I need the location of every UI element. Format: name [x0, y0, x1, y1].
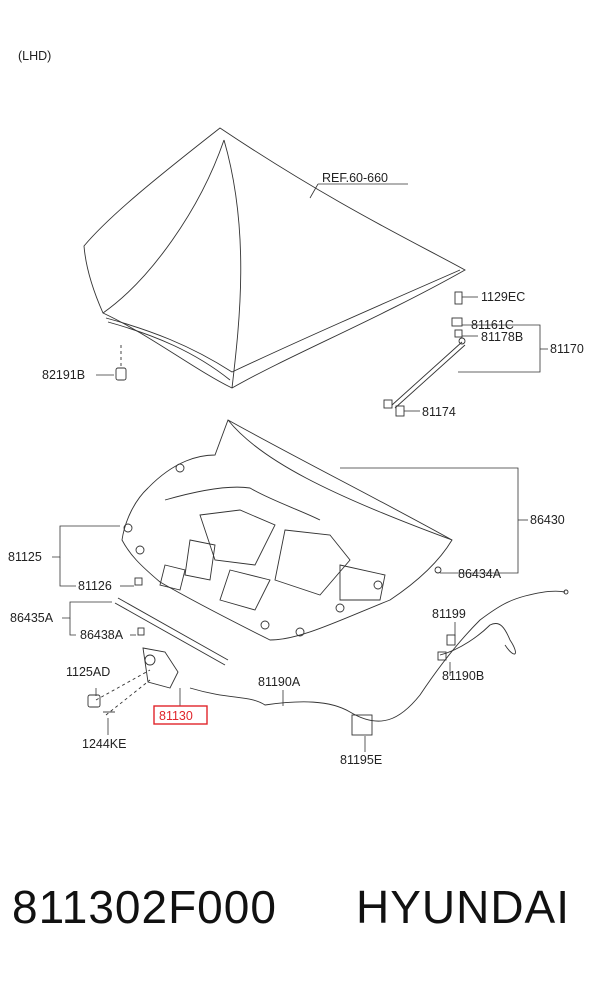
part-label-81126: 81126 — [78, 579, 112, 593]
part-label-1129EC: 1129EC — [481, 290, 525, 304]
clip-82191B — [115, 345, 127, 381]
part-label-86438A: 86438A — [80, 628, 124, 642]
part-label-81190A: 81190A — [258, 675, 301, 689]
leader-lines — [52, 183, 548, 752]
part-label-1244KE: 1244KE — [82, 737, 126, 751]
variant-label: (LHD) — [18, 49, 51, 63]
footer-part-number: 811302F000 — [12, 881, 277, 933]
part-label-81174: 81174 — [422, 405, 456, 419]
part-label-82191B: 82191B — [42, 368, 85, 382]
part-label-81195E: 81195E — [340, 753, 382, 767]
part-label-1125AD: 1125AD — [66, 665, 110, 679]
part-label-86434A: 86434A — [458, 567, 502, 581]
hood-stay — [383, 291, 466, 417]
part-label-81199: 81199 — [432, 607, 466, 621]
part-label-81130[interactable]: 81130 — [159, 709, 193, 723]
footer-brand: HYUNDAI — [356, 881, 571, 933]
hood-latch — [87, 647, 179, 716]
release-cable — [189, 589, 569, 736]
part-label-81190B: 81190B — [442, 669, 484, 683]
part-label-81178B: 81178B — [481, 330, 523, 344]
part-label-81125: 81125 — [8, 550, 42, 564]
part-label-86435A: 86435A — [10, 611, 54, 625]
part-label-86430: 86430 — [530, 513, 565, 527]
ref-label: REF.60-660 — [322, 171, 388, 185]
part-label-81170: 81170 — [550, 342, 584, 356]
highlighted-part-box[interactable] — [153, 705, 208, 725]
part-label-81161C: 81161C — [471, 318, 514, 332]
hood-panel — [83, 127, 466, 389]
hood-insulator-pad — [121, 419, 453, 641]
weatherstrip — [114, 597, 229, 666]
footer: 811302F000 HYUNDAI — [0, 880, 600, 950]
